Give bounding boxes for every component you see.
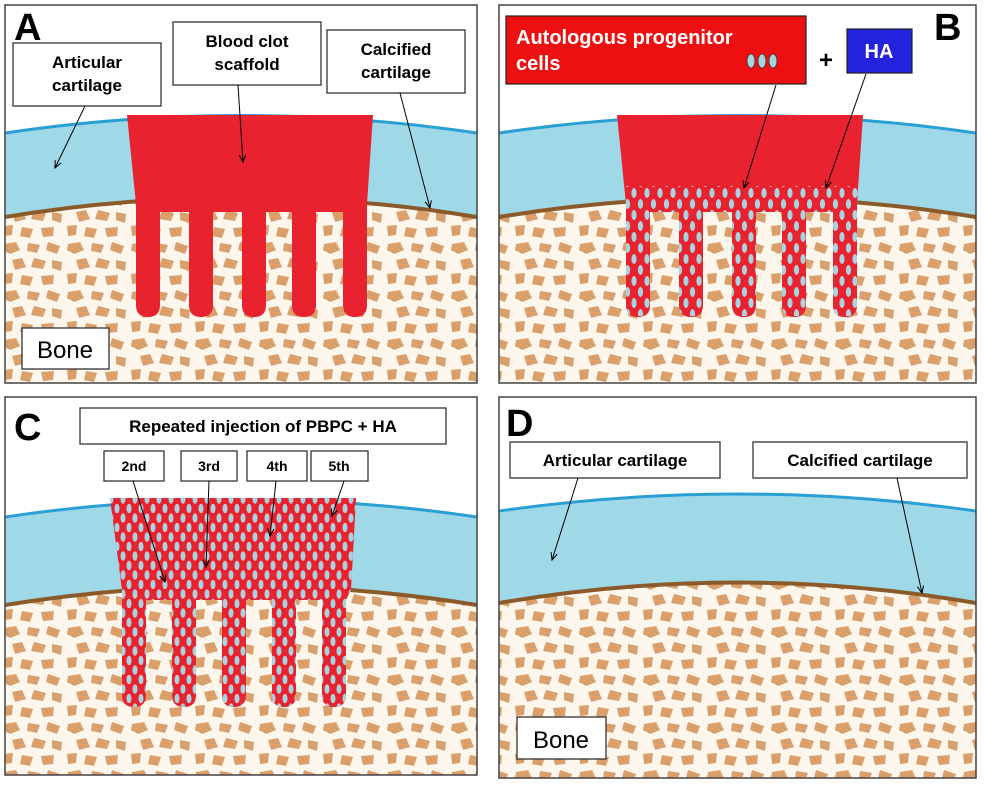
bone-region: [499, 582, 976, 778]
blood-clot-scaffold: [127, 115, 373, 317]
calcified-cartilage-label-line1: Calcified: [361, 40, 432, 59]
panel-c-frame: [4, 396, 478, 776]
panel-d-letter: D: [506, 403, 533, 445]
articular-cartilage-box: [509, 441, 721, 479]
panel-d-frame: [498, 396, 977, 779]
repeated-injection-label: Repeated injection of PBPC + HA: [129, 417, 397, 436]
injection-3rd-label: 3rd: [198, 458, 220, 474]
arrow-calcified: [896, 477, 922, 593]
progenitor-cells-label-line1: Autologous progenitor: [516, 27, 733, 49]
bone-label: Bone: [533, 727, 589, 754]
blood-clot-label-line1: Blood clot: [205, 32, 288, 51]
arrow-articular: [55, 105, 86, 168]
injection-4th-box: [246, 450, 308, 482]
arrow-5th: [332, 480, 345, 516]
ha-box: [846, 28, 913, 74]
calcified-line: [499, 580, 976, 605]
calcified-cartilage-label-line2: cartilage: [361, 63, 431, 82]
progenitor-cells-box: [505, 15, 807, 85]
calcified-cartilage-box: [326, 29, 466, 94]
cartilage-surface-line: [499, 492, 976, 513]
articular-cartilage-label-line1: Articular: [52, 53, 122, 72]
injection-2nd-box: [103, 450, 165, 482]
calcified-cartilage-label: Calcified cartilage: [787, 451, 933, 470]
regenerated-articular-cartilage: [499, 494, 976, 603]
articular-cartilage-label: Articular cartilage: [543, 451, 688, 470]
injection-4th-label: 4th: [267, 458, 288, 474]
panel-c: C Repeated injection of PBPC + HA 2nd 3r…: [4, 396, 478, 776]
articular-cartilage-box: [12, 42, 162, 107]
arrow-calcified: [399, 92, 430, 208]
arrow-articular: [552, 477, 579, 560]
cells-icon: [746, 53, 778, 69]
panel-b-frame: [498, 4, 977, 384]
arrow-ha: [826, 73, 867, 188]
bone-label-box: [516, 716, 607, 760]
repeated-injection-box: [79, 407, 447, 445]
panel-a-frame: [4, 4, 478, 384]
articular-cartilage-label-line2: cartilage: [52, 76, 122, 95]
panel-a-letter: A: [14, 7, 41, 49]
injection-3rd-box: [180, 450, 238, 482]
panel-a: A Articular cartilage Blood clot scaffol…: [4, 4, 478, 384]
injection-2nd-label: 2nd: [122, 458, 147, 474]
arrow-4th: [270, 480, 277, 536]
panel-b: B Autologous progenitor cells + HA: [498, 4, 977, 384]
ha-label: HA: [865, 41, 894, 63]
progenitor-cells-label-line2: cells: [516, 53, 560, 75]
panel-d: D Articular cartilage Calcified cartilag…: [498, 396, 977, 779]
blood-clot-box: [172, 21, 322, 86]
panel-c-letter: C: [14, 407, 41, 449]
bone-label-box: [21, 327, 110, 370]
calcified-cartilage-box: [752, 441, 968, 479]
injected-cells-pattern: [110, 498, 356, 707]
blood-clot-label-line2: scaffold: [214, 55, 279, 74]
injection-5th-box: [310, 450, 369, 482]
arrow-2nd: [132, 480, 165, 582]
plus-sign: +: [819, 47, 833, 74]
panel-b-letter: B: [934, 7, 961, 49]
arrow-progenitor-cells: [744, 84, 777, 188]
arrow-3rd: [206, 480, 209, 567]
injection-5th-label: 5th: [329, 458, 350, 474]
arrow-clot: [237, 84, 243, 162]
bone-label: Bone: [37, 337, 93, 364]
